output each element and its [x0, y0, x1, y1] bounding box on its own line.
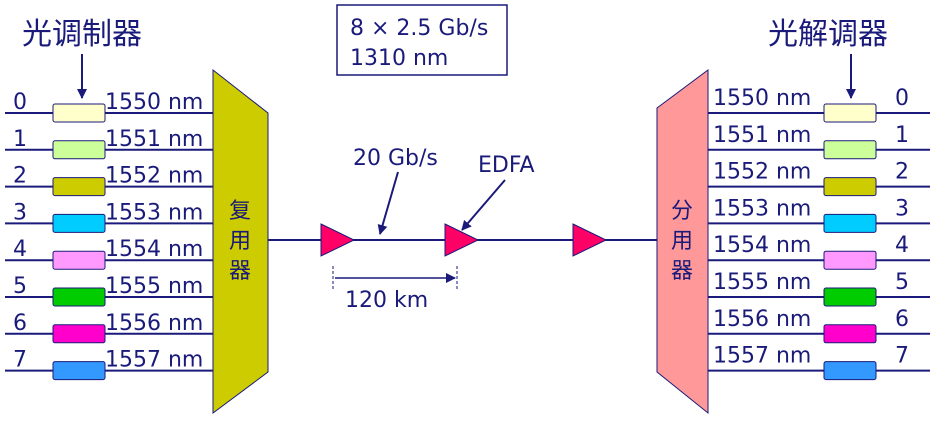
left-modulator-box — [52, 177, 106, 197]
right-demodulator-box — [823, 324, 877, 344]
right-demodulator-box — [823, 177, 877, 197]
left-channel-index: 6 — [13, 311, 27, 336]
right-demodulator-box — [823, 213, 877, 233]
right-wavelength-label: 1551 nm — [713, 123, 811, 148]
left-channel-index: 3 — [13, 200, 27, 225]
left-wavelength-label: 1556 nm — [105, 311, 203, 336]
info-box-line2: 1310 nm — [350, 46, 448, 71]
info-box-line1: 8 × 2.5 Gb/s — [350, 16, 488, 41]
right-channel-index: 7 — [895, 344, 909, 369]
left-channel-index: 1 — [13, 127, 27, 152]
rate-label: 20 Gb/s — [353, 146, 438, 171]
left-modulator-box — [52, 140, 106, 160]
left-modulator-box — [52, 250, 106, 270]
right-channel-index: 4 — [895, 233, 909, 258]
demux-char-3: 器 — [671, 259, 693, 284]
demultiplexer — [656, 69, 709, 415]
edfa-label: EDFA — [478, 153, 535, 178]
right-channel-group: 1550 nm 0 1551 nm 1 1552 nm 2 1553 nm 3 1554 nm 4… — [708, 86, 930, 381]
demodulator-title: 光解调器 — [768, 17, 888, 52]
right-wavelength-label: 1552 nm — [713, 160, 811, 185]
right-demodulator-box — [823, 287, 877, 307]
right-wavelength-label: 1553 nm — [713, 196, 811, 221]
left-channel-index: 5 — [13, 274, 27, 299]
left-modulator-box — [52, 103, 106, 123]
left-wavelength-label: 1555 nm — [105, 274, 203, 299]
left-channel-index: 4 — [13, 237, 27, 262]
span-label: 120 km — [345, 288, 428, 313]
left-channel-index: 2 — [13, 164, 27, 189]
left-wavelength-label: 1552 nm — [105, 164, 203, 189]
mux-char-2: 用 — [229, 229, 251, 254]
left-modulator-box — [52, 361, 106, 381]
mux-char-1: 复 — [229, 199, 251, 224]
rate-pointer-arrow — [377, 171, 399, 235]
left-modulator-box — [52, 287, 106, 307]
left-wavelength-label: 1551 nm — [105, 127, 203, 152]
right-channel-index: 3 — [895, 196, 909, 221]
right-channel-index: 1 — [895, 123, 909, 148]
right-channel-index: 0 — [895, 86, 909, 111]
left-channel-index: 0 — [13, 90, 27, 115]
right-wavelength-label: 1554 nm — [713, 233, 811, 258]
left-wavelength-label: 1554 nm — [105, 237, 203, 262]
multiplexer — [212, 68, 269, 414]
left-modulator-box — [52, 213, 106, 233]
mux-char-3: 器 — [229, 259, 251, 284]
info-box — [336, 4, 508, 76]
left-modulator-box — [52, 324, 106, 344]
left-channel-index: 7 — [13, 348, 27, 373]
left-wavelength-label: 1557 nm — [105, 348, 203, 373]
amplifier-1 — [320, 223, 356, 257]
left-wavelength-label: 1550 nm — [105, 90, 203, 115]
amplifier-2-edfa — [444, 223, 480, 257]
right-demodulator-box — [823, 140, 877, 160]
left-channel-group: 0 1550 nm 1 1551 nm 2 1552 nm 3 1553 nm 4 1554 nm… — [5, 90, 213, 381]
right-channel-index: 2 — [895, 160, 909, 185]
right-channel-index: 5 — [895, 270, 909, 295]
amplifier-3 — [572, 223, 608, 257]
edfa-pointer-arrow — [461, 179, 506, 231]
left-wavelength-label: 1553 nm — [105, 200, 203, 225]
right-wavelength-label: 1556 nm — [713, 307, 811, 332]
right-wavelength-label: 1557 nm — [713, 344, 811, 369]
right-demodulator-box — [823, 250, 877, 270]
demux-char-1: 分 — [671, 199, 693, 224]
right-demodulator-box — [823, 361, 877, 381]
right-channel-index: 6 — [895, 307, 909, 332]
right-demodulator-box — [823, 103, 877, 123]
right-wavelength-label: 1555 nm — [713, 270, 811, 295]
modulator-title: 光调制器 — [22, 17, 142, 52]
right-wavelength-label: 1550 nm — [713, 86, 811, 111]
demux-char-2: 用 — [671, 229, 693, 254]
